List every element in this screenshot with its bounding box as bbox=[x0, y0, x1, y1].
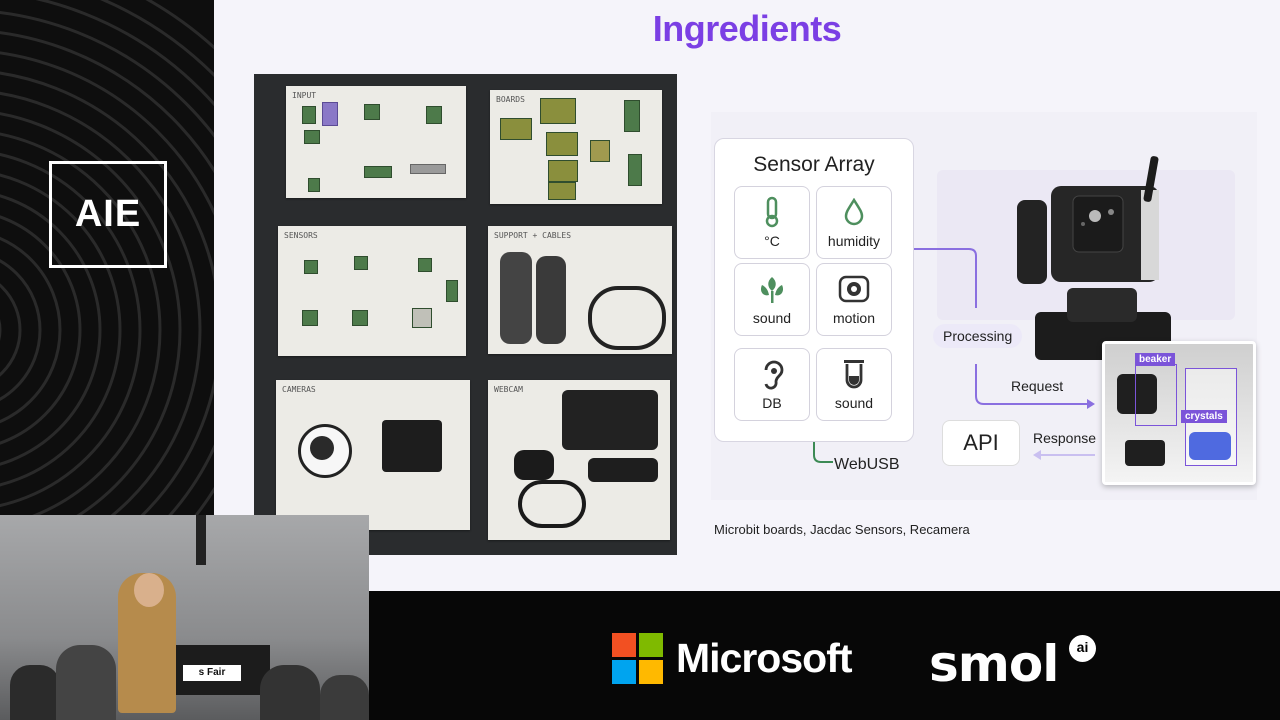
ear-icon bbox=[735, 357, 809, 391]
photo-card-boards: Boards bbox=[490, 90, 662, 204]
processing-label: Processing bbox=[933, 324, 1023, 348]
detection-tag-crystals: crystals bbox=[1181, 410, 1227, 423]
smol-ai-badge: ai bbox=[1069, 635, 1096, 662]
sponsors-bar: Microsoft smol ai bbox=[369, 591, 1280, 720]
slide-caption: Microbit boards, Jacdac Sensors, Recamer… bbox=[714, 522, 970, 537]
motion-sensor-icon bbox=[817, 272, 891, 306]
background-pattern bbox=[0, 0, 214, 515]
response-label: Response bbox=[1033, 430, 1097, 446]
photo-card-sensors: sensors bbox=[278, 226, 466, 356]
hardware-photo: input Boards sensors bbox=[254, 74, 677, 555]
request-label: Request bbox=[1011, 378, 1064, 394]
aie-logo: AIE bbox=[49, 161, 167, 268]
sensor-tile-label: sound bbox=[752, 310, 792, 326]
photo-card-webcam: webcam bbox=[488, 380, 670, 540]
microsoft-wordmark: Microsoft bbox=[676, 635, 852, 681]
sound-wave-icon bbox=[735, 272, 809, 306]
sensor-tile-label: DB bbox=[762, 395, 782, 411]
photo-card-support-cables: support + cables bbox=[488, 226, 672, 354]
microsoft-logo-icon bbox=[612, 633, 663, 684]
aie-logo-text: AIE bbox=[74, 193, 142, 235]
webusb-label: WebUSB bbox=[834, 456, 900, 473]
sensor-tile-sound-2: sound bbox=[816, 348, 892, 421]
photo-card-label: support + cables bbox=[494, 231, 572, 240]
sensor-tile-label: °C bbox=[764, 233, 780, 249]
sensor-array-panel: Sensor Array °C humidity sound bbox=[714, 138, 914, 442]
sensor-tile-motion: motion bbox=[816, 263, 892, 336]
api-box: API bbox=[942, 420, 1020, 466]
sensor-tile-label: humidity bbox=[827, 233, 881, 249]
sensor-array-title: Sensor Array bbox=[753, 153, 875, 176]
sensor-tile-label: sound bbox=[834, 395, 874, 411]
smol-wordmark: smol bbox=[929, 635, 1059, 693]
speaker-video-feed: s Fair bbox=[0, 515, 369, 720]
test-tube-icon bbox=[817, 357, 891, 391]
photo-card-label: sensors bbox=[284, 231, 318, 240]
venue-banner: s Fair bbox=[183, 665, 241, 681]
sensor-tile-humidity: humidity bbox=[816, 186, 892, 259]
sensor-tile-label: motion bbox=[832, 310, 876, 326]
droplet-icon bbox=[817, 195, 891, 229]
detection-tag-beaker: beaker bbox=[1135, 353, 1176, 366]
detection-screenshot: beaker crystals bbox=[1102, 341, 1256, 485]
sensor-tile-sound: sound bbox=[734, 263, 810, 336]
photo-card-label: input bbox=[292, 91, 317, 100]
presentation-slide: Ingredients input Boards sensors bbox=[214, 0, 1280, 591]
recamera-illustration bbox=[813, 156, 1171, 463]
thermometer-icon bbox=[735, 195, 809, 229]
photo-card-label: Boards bbox=[496, 95, 525, 104]
photo-card-input: input bbox=[286, 86, 466, 198]
architecture-diagram: Sensor Array °C humidity sound bbox=[711, 112, 1257, 500]
sensor-tile-temperature: °C bbox=[734, 186, 810, 259]
sensor-tile-db: DB bbox=[734, 348, 810, 421]
slide-title: Ingredients bbox=[652, 8, 842, 49]
photo-card-label: webcam bbox=[494, 385, 523, 394]
